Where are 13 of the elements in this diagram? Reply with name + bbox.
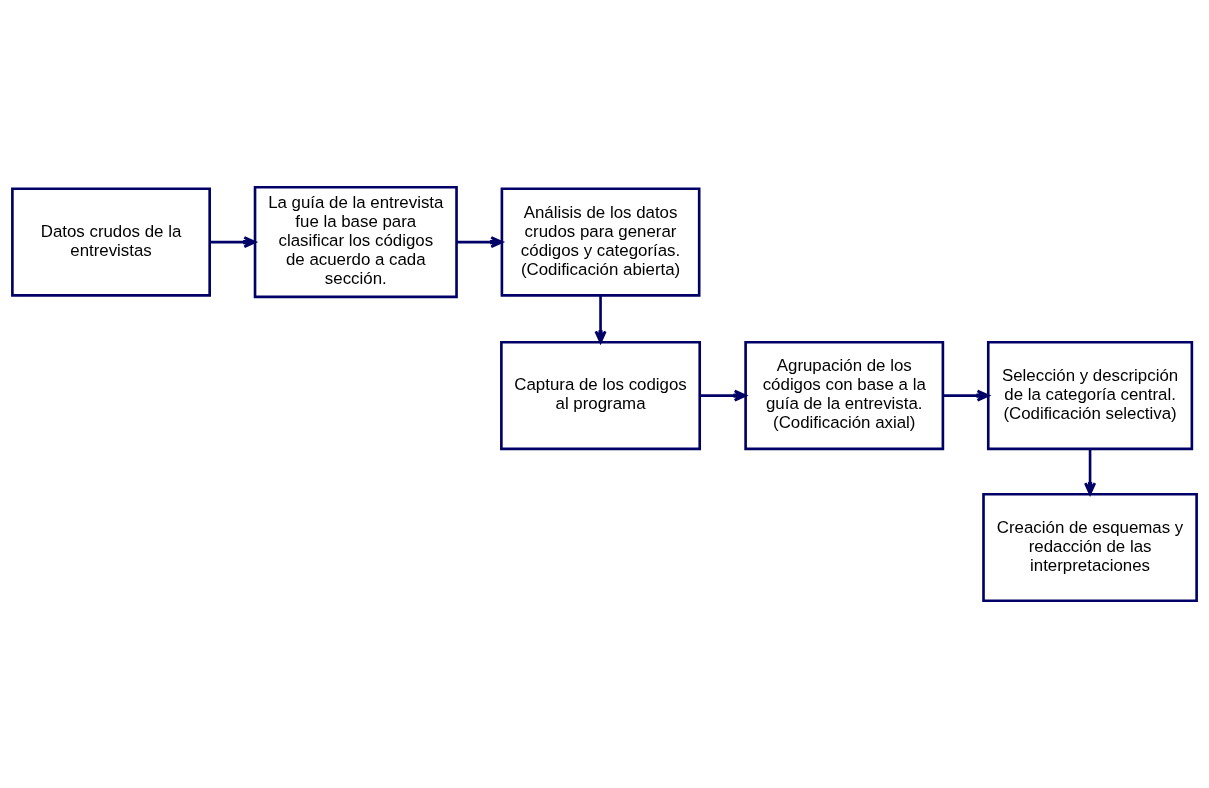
node-box: Selección y descripción de la categoría central. (Codificación selectiva) xyxy=(986,341,1194,451)
node-box: Análisis de los datos crudos para generar códigos y categorías. (Codificación abierta) xyxy=(500,187,701,297)
arrow xyxy=(456,236,504,249)
arrow xyxy=(943,389,990,402)
arrow xyxy=(594,295,607,344)
node-box: La guía de la entrevista fue la base para clasificar los códigos de acuerdo a cada sección. xyxy=(253,185,458,299)
node-box: Creación de esquemas y redacción de las interpretaciones xyxy=(982,492,1198,603)
node-box: Datos crudos de la entrevistas xyxy=(11,187,211,297)
node-box: Captura de los codigos al programa xyxy=(500,341,702,451)
arrow xyxy=(210,236,257,249)
arrow xyxy=(700,389,747,402)
arrow xyxy=(1084,449,1097,496)
node-box: Agrupación de los códigos con base a la guía de la entrevista. (Codificación axial) xyxy=(744,341,945,451)
